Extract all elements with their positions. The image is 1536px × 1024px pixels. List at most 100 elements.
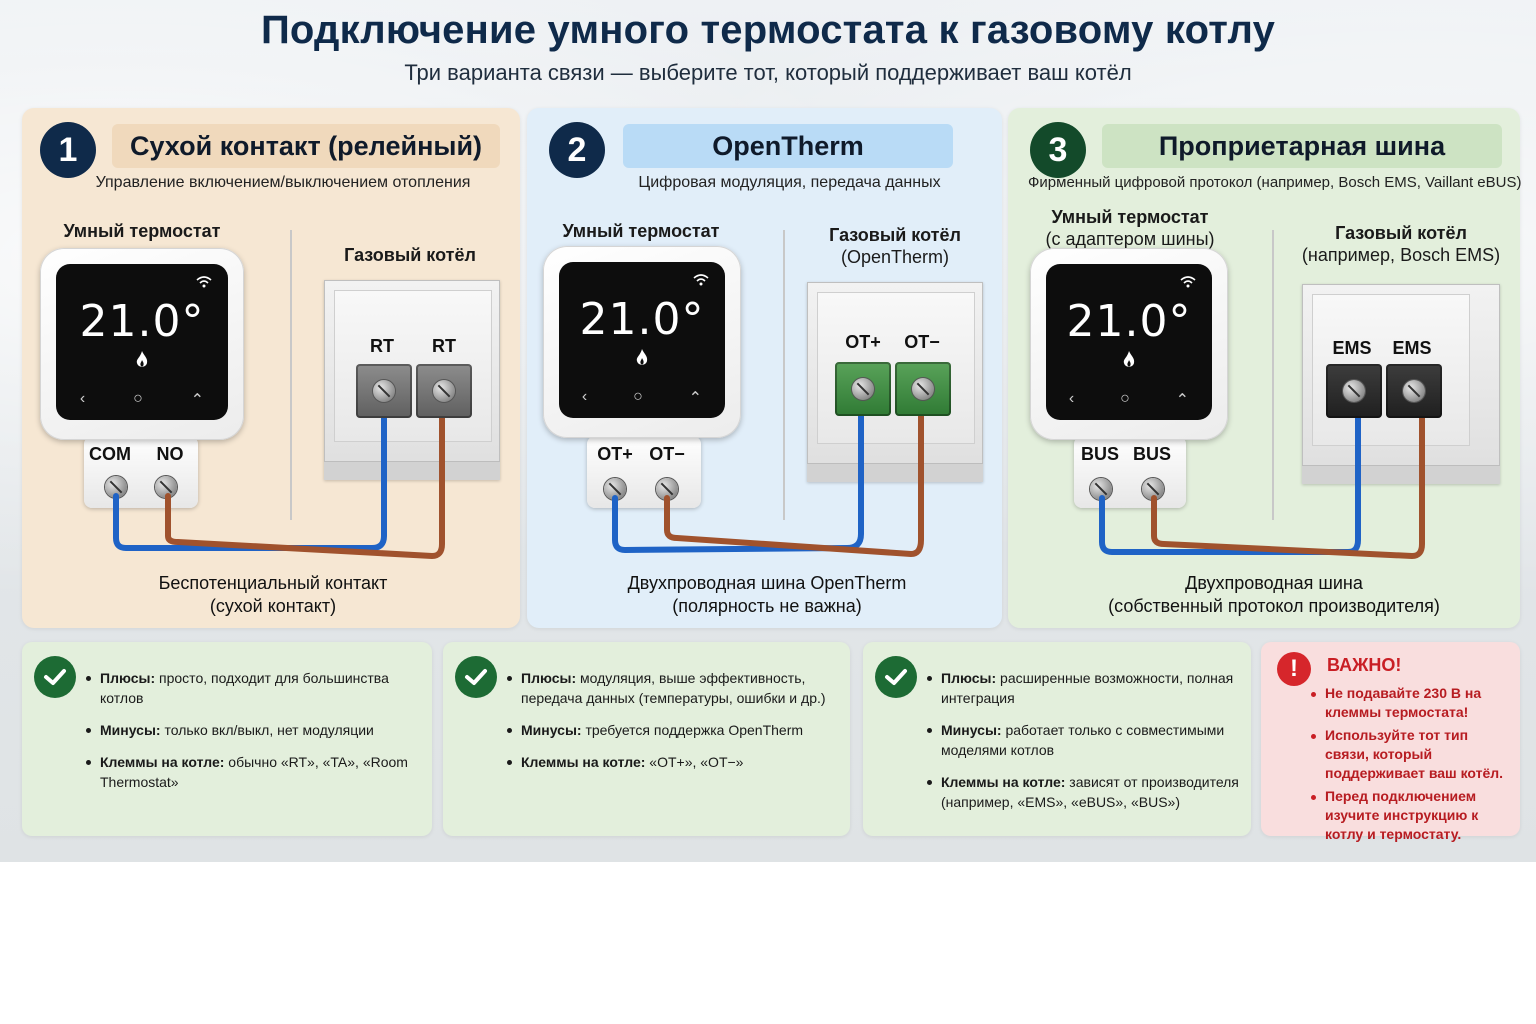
option-panel-proprietary-bus: 3 Проприетарная шина Фирменный цифровой … [1008,108,1522,628]
option-title: OpenTherm [623,124,953,168]
thermostat-terminal-label: BUS [1132,444,1171,464]
option-description: Фирменный цифровой протокол (например, B… [1028,174,1522,191]
boiler-terminal[interactable] [356,364,412,418]
item-text: требуется поддержка OpenTherm [581,722,804,738]
thermostat-screen: 21.0° ‹ ○ ⌃ [56,264,228,420]
page-title: Подключение умного термостата к газовому… [260,8,1276,52]
thermostat-terminal-label: OT+ [597,444,633,464]
circle-button-icon[interactable]: ○ [1120,390,1130,407]
terminal-screw[interactable] [604,478,626,500]
boiler-label: Газовый котёл [320,244,500,266]
item-label: Минусы: [100,722,161,738]
chevron-left-icon[interactable]: ‹ [79,390,86,407]
boiler-label-subtext: (OpenTherm) [840,247,950,267]
pros-cons-card-dry-contact: Плюсы: просто, подходит для большинства … [22,642,432,836]
option-description: Цифровая модуляция, передача данных [638,174,941,191]
boiler-label: Газовый котёл (например, Bosch EMS) [1298,222,1504,266]
wifi-icon [693,274,709,286]
terminal-screw[interactable] [1142,478,1164,500]
boiler-terminal[interactable] [1326,364,1382,418]
terminal-screw[interactable] [373,380,395,402]
list-item: Не подавайте 230 В на клеммы термостата! [1311,684,1512,722]
thermostat-label: Умный термостат [551,220,731,242]
thermostat-terminal-block: COM NO [84,436,198,508]
wifi-icon [1180,276,1196,288]
circle-button-icon[interactable]: ○ [133,390,143,407]
boiler-terminal[interactable] [895,362,951,416]
pros-cons-list: Плюсы: просто, подходит для большинства … [86,668,422,804]
option-title: Сухой контакт (релейный) [112,124,500,168]
connection-caption: Беспотенциальный контакт (сухой контакт) [22,572,524,618]
flame-icon [136,351,148,367]
boiler-terminal[interactable] [835,362,891,416]
option-description: Управление включением/выключением отопле… [95,174,471,191]
list-item: Клеммы на котле: обычно «RT», «TA», «Roo… [86,752,422,792]
chevron-up-icon[interactable]: ⌃ [688,390,703,407]
boiler-terminal-label: EMS [1392,338,1432,358]
boiler-terminal-label: EMS [1332,338,1372,358]
wifi-icon [196,276,212,288]
option-number-badge: 3 [1030,122,1086,178]
option-panel-opentherm: 2 OpenTherm Цифровая модуляция, передача… [527,108,1002,628]
terminal-screw[interactable] [852,378,874,400]
item-label: Плюсы: [521,670,577,686]
pros-cons-list: Плюсы: расширенные возможности, полная и… [927,668,1241,824]
item-text: работает только с совместимыми моделями … [941,722,1225,758]
thermostat-label: Умный термостат (с адаптером шины) [1038,206,1222,250]
chevron-up-icon[interactable]: ⌃ [1175,392,1190,409]
item-label: Минусы: [521,722,582,738]
boiler-label: Газовый котёл (OpenTherm) [809,224,981,268]
warning-title: ВАЖНО! [1327,655,1402,675]
terminal-screw[interactable] [912,378,934,400]
thermostat-label-text: Умный термостат [562,221,720,241]
option-title: Проприетарная шина [1102,124,1502,168]
pros-cons-list: Плюсы: модуляция, выше эффективность, пе… [507,668,840,784]
thermostat-label-subtext: (с адаптером шины) [1045,229,1215,249]
thermostat-terminal-label: COM [89,444,131,464]
boiler-terminal[interactable] [416,364,472,418]
caption-line: (сухой контакт) [209,596,337,616]
terminal-screw[interactable] [155,476,177,498]
gas-boiler: OT+ OT− [807,282,983,482]
temperature-readout: 21.0° [79,296,205,347]
thermostat-nav-row: ‹ ○ ⌃ [56,390,228,410]
terminal-screw[interactable] [656,478,678,500]
boiler-label-text: Газовый котёл [1335,223,1467,243]
check-icon [455,656,497,698]
chevron-left-icon[interactable]: ‹ [1068,390,1075,407]
list-item: Перед подключением изучите инструкцию к … [1311,787,1512,844]
circle-button-icon[interactable]: ○ [633,388,643,405]
thermostat-nav-row: ‹ ○ ⌃ [559,388,725,408]
divider [783,230,785,520]
boiler-terminal[interactable] [1386,364,1442,418]
item-label: Минусы: [941,722,1002,738]
warning-list: Не подавайте 230 В на клеммы термостата!… [1311,684,1512,848]
item-label: Клеммы на котле: [521,754,646,770]
thermostat-screen: 21.0° ‹ ○ ⌃ [559,262,725,418]
terminal-screw[interactable] [433,380,455,402]
terminal-screw[interactable] [105,476,127,498]
gas-boiler: RT RT [324,280,500,480]
chevron-left-icon[interactable]: ‹ [581,388,588,405]
list-item: Клеммы на котле: зависят от производител… [927,772,1241,812]
item-label: Плюсы: [941,670,997,686]
caption-line: Двухпроводная шина [1185,573,1363,593]
item-label: Клеммы на котле: [100,754,225,770]
boiler-label-text: Газовый котёл [829,225,961,245]
thermostat-terminal-label: BUS [1080,444,1119,464]
thermostat-label: Умный термостат [52,220,232,242]
page-subtitle: Три варианта связи — выберите тот, котор… [404,60,1132,85]
list-item: Минусы: требуется поддержка OpenTherm [507,720,840,740]
smart-thermostat: 21.0° ‹ ○ ⌃ [1030,248,1228,440]
terminal-screw[interactable] [1343,380,1365,402]
chevron-up-icon[interactable]: ⌃ [190,392,205,409]
caption-line: Двухпроводная шина OpenTherm [627,573,907,593]
terminal-screw[interactable] [1090,478,1112,500]
terminal-screw[interactable] [1403,380,1425,402]
check-icon [875,656,917,698]
thermostat-label-text: Умный термостат [63,221,221,241]
item-text: «OT+», «OT−» [645,754,744,770]
connection-caption: Двухпроводная шина (собственный протокол… [1008,572,1536,618]
list-item: Плюсы: просто, подходит для большинства … [86,668,422,708]
boiler-label-text: Газовый котёл [344,245,476,265]
